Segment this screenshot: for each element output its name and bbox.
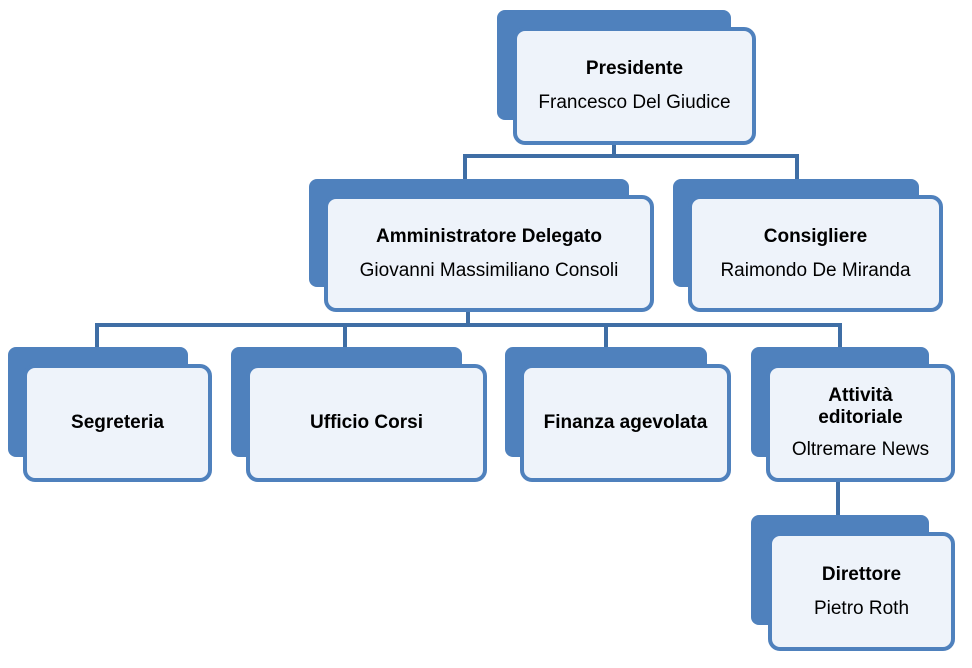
councillor-name: Raimondo De Miranda <box>720 259 911 281</box>
connector-level2-horizontal <box>95 323 842 327</box>
connector-to-subsidized-finance <box>604 323 608 348</box>
node-courses-office: Ufficio Corsi <box>231 347 487 482</box>
connector-ceo-down <box>466 311 470 325</box>
node-president: Presidente Francesco Del Giudice <box>497 10 756 145</box>
ceo-name: Giovanni Massimiliano Consoli <box>359 259 619 281</box>
connector-level1-horizontal <box>463 154 799 158</box>
publishing-role: Attività editoriale <box>818 385 903 428</box>
node-publishing: Attività editoriale Oltremare News <box>751 347 955 482</box>
node-ceo: Amministratore Delegato Giovanni Massimi… <box>309 179 654 312</box>
courses-office-role: Ufficio Corsi <box>310 412 423 433</box>
subsidized-finance-role: Finanza agevolata <box>543 412 708 433</box>
director-name: Pietro Roth <box>813 597 910 619</box>
president-role: Presidente <box>585 58 684 79</box>
node-director: Direttore Pietro Roth <box>751 515 955 651</box>
connector-to-ceo <box>463 154 467 180</box>
secretary-role: Segreteria <box>71 412 164 433</box>
node-councillor: Consigliere Raimondo De Miranda <box>673 179 943 312</box>
director-role: Direttore <box>821 563 902 585</box>
connector-publishing-to-director <box>836 481 840 517</box>
connector-to-publishing <box>838 323 842 348</box>
connector-to-courses-office <box>343 323 347 348</box>
president-name: Francesco Del Giudice <box>538 92 731 113</box>
connector-to-secretary <box>95 323 99 348</box>
ceo-role: Amministratore Delegato <box>376 225 602 247</box>
councillor-role: Consigliere <box>763 225 868 247</box>
connector-president-down <box>612 145 616 157</box>
connector-to-councillor <box>795 154 799 180</box>
node-subsidized-finance: Finanza agevolata <box>505 347 731 482</box>
node-secretary: Segreteria <box>8 347 212 482</box>
publishing-name: Oltremare News <box>791 439 930 460</box>
